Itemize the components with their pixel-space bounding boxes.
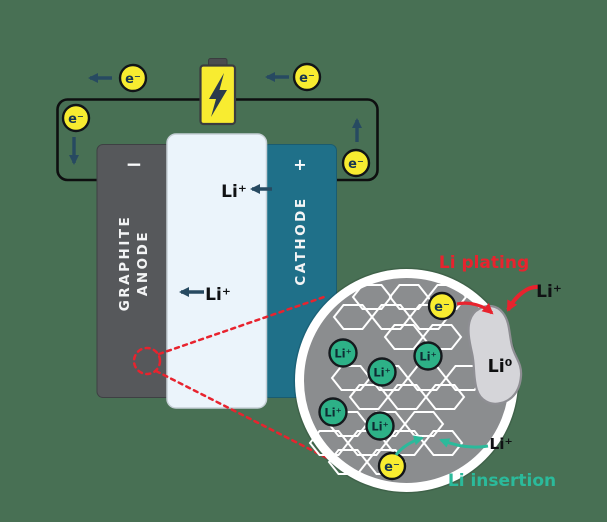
electron-token (427, 291, 457, 321)
cathode-plus-sign: + (293, 155, 306, 174)
electron-token-label: e⁻ (299, 71, 315, 86)
li-ion-particle (413, 341, 443, 371)
electron-token-label: e⁻ (348, 157, 364, 172)
electron-token (341, 148, 371, 178)
zoom-callout-line-lower (154, 369, 339, 465)
li-ion-particle-label: Li⁺ (373, 365, 390, 379)
electron-token (118, 63, 148, 93)
electron-token (292, 62, 322, 92)
li-insertion-label: Li insertion (448, 471, 556, 491)
li-plating-label: Li plating (439, 253, 529, 273)
zoom-callout-line-upper (157, 294, 329, 356)
anode-minus-sign: − (126, 152, 143, 176)
plating-arrow-from-electron (456, 301, 494, 315)
electron-token-label: e⁻ (434, 300, 450, 315)
zoom-source-circle (132, 346, 162, 376)
graphite-hexagon (422, 430, 464, 456)
li-ion-particle (318, 397, 348, 427)
charger-symbol (199, 58, 237, 126)
li-ion-particle-label: Li⁺ (334, 346, 351, 360)
electron-token (377, 451, 407, 481)
electron-token (61, 103, 91, 133)
insertion-arrow-from-li-ion (439, 438, 489, 449)
cathode-label: CATHODE (293, 196, 309, 285)
li-metal-label: Li⁰ (488, 357, 513, 377)
li-metal-blob (467, 304, 523, 405)
li-ion-particle (365, 411, 395, 441)
li-ion-particle-label: Li⁺ (324, 405, 341, 419)
li-ion-particle-label: Li⁺ (371, 419, 388, 433)
li-ion-particle (328, 338, 358, 368)
anode-label-graphite: GRAPHITE (117, 215, 133, 312)
li-ion-annotation-bottom: Li⁺ (489, 435, 512, 453)
intercalated-li-ions: Li⁺ Li⁺ Li⁺ Li⁺ Li⁺ (318, 338, 443, 441)
electron-token-label: e⁻ (125, 72, 141, 87)
electron-token-label: e⁻ (68, 112, 84, 127)
li-ion-label-top: Li⁺ (221, 182, 247, 202)
lightning-bolt-icon (209, 73, 227, 117)
electrolyte-separator (166, 133, 268, 409)
li-ion-label-mid: Li⁺ (205, 285, 231, 305)
anode-label-anode: ANODE (135, 230, 151, 296)
insertion-arrow-from-electron (394, 435, 424, 456)
plating-arrow-from-li-ion (506, 284, 540, 312)
electron-tokens: e⁻ e⁻ e⁻ e⁻ e⁻ e⁻ (61, 62, 457, 481)
li-ion-particle (367, 357, 397, 387)
graphite-hexagon (424, 384, 466, 410)
li-ion-particle-label: Li⁺ (419, 349, 436, 363)
li-ion-annotation-top: Li⁺ (536, 282, 562, 302)
electron-token-label: e⁻ (384, 460, 400, 475)
